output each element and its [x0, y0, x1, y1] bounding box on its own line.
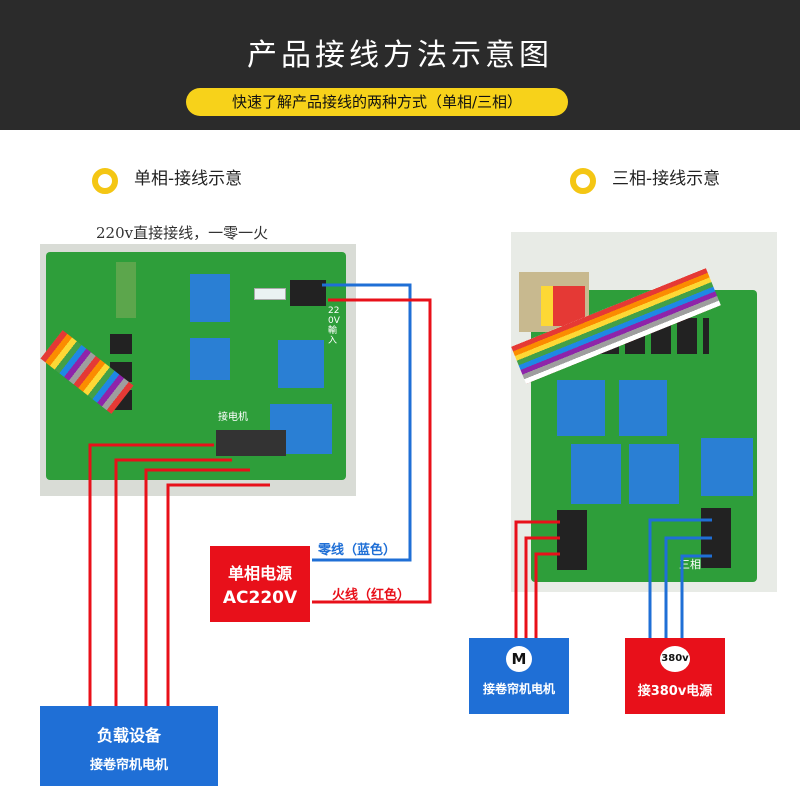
relay-2: [190, 338, 230, 380]
subtitle-badge: 快速了解产品接线的两种方式（单相/三相）: [186, 88, 568, 116]
motor-wire-3: [534, 552, 560, 640]
relay-a: [557, 380, 605, 436]
blue-neutral-wire: [312, 283, 412, 562]
relay-b: [619, 380, 667, 436]
load-device-box: 负载设备 接卷帘机电机: [40, 706, 218, 786]
relay-3: [278, 340, 324, 388]
load-wire-4: [166, 483, 270, 708]
single-phase-power-box: 单相电源 AC220V: [210, 546, 310, 622]
bullet-icon-single: [92, 168, 118, 194]
motor-terminal-block: [216, 430, 286, 456]
section-title-three-phase: 三相-接线示意: [612, 169, 721, 189]
motor-box-label: 接卷帘机电机: [482, 682, 555, 696]
live-wire-label: 火线（红色）: [332, 588, 411, 603]
load-box-line2: 接卷帘机电机: [89, 758, 168, 773]
left-terminal-block: [557, 510, 587, 570]
relay-e: [701, 438, 753, 496]
load-box-line1: 负载设备: [96, 726, 161, 745]
power-wire-1: [648, 518, 712, 640]
board-label-three-phase: 三相: [679, 558, 701, 571]
power-wire-2: [664, 536, 712, 640]
load-wire-2: [114, 458, 232, 708]
voltage-icon: 380v: [660, 646, 690, 672]
three-phase-board-photo: 三相: [511, 232, 777, 592]
input-terminal-block: [290, 280, 326, 306]
relay-1: [190, 274, 230, 322]
load-wire-1: [88, 443, 214, 708]
red-live-wire: [312, 298, 432, 604]
small-relay-1: [110, 334, 132, 354]
neutral-wire-label: 零线（蓝色）: [318, 543, 397, 558]
power-box-label: 接380v电源: [637, 684, 713, 699]
page-title: 产品接线方法示意图: [247, 38, 553, 73]
relay-c: [571, 444, 621, 504]
motor-icon: M: [506, 646, 532, 672]
power-box-line1: 单相电源: [227, 564, 292, 583]
three-phase-power-box: 380v 接380v电源: [625, 638, 725, 714]
motor-wire-2: [524, 536, 560, 640]
bullet-icon-three: [570, 168, 596, 194]
fuse: [254, 288, 286, 300]
motor-wire-1: [514, 520, 560, 640]
section-title-single-phase: 单相-接线示意: [134, 169, 243, 189]
load-wire-3: [144, 468, 250, 708]
board-label-220v: 220V輸入: [328, 306, 340, 346]
three-phase-motor-box: M 接卷帘机电机: [469, 638, 569, 714]
power-wire-3: [680, 554, 712, 640]
single-phase-board-photo: 220V輸入 接电机: [40, 244, 356, 496]
green-terminal: [116, 262, 136, 318]
board-label-motor: 接电机: [218, 412, 248, 423]
header-banner: 产品接线方法示意图 快速了解产品接线的两种方式（单相/三相）: [0, 0, 800, 130]
relay-d: [629, 444, 679, 504]
wiring-note: 220v直接接线，一零一火: [96, 224, 269, 242]
power-box-line2: AC220V: [222, 588, 298, 608]
